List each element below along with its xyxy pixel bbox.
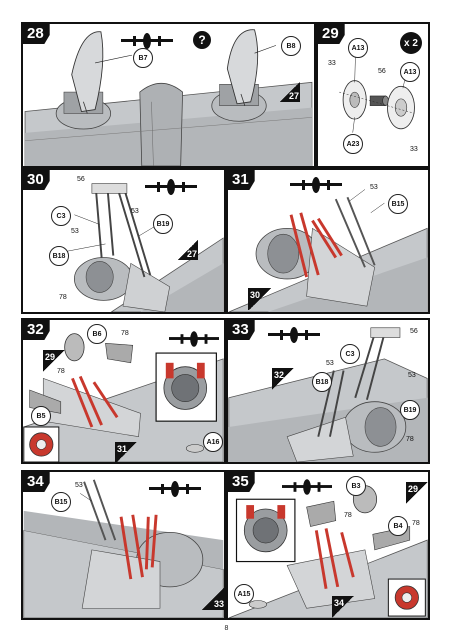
callout-B4: B4: [388, 516, 408, 536]
part-number-56: 56: [410, 328, 418, 335]
callout-C3: C3: [340, 344, 360, 364]
step-number: 29: [318, 24, 345, 44]
callout-B3: B3: [346, 476, 366, 496]
aircraft-topview-icon: [147, 480, 203, 503]
ref-step-label: 33: [213, 599, 224, 609]
part-number-56: 56: [77, 176, 85, 183]
ref-step-29: 29: [43, 350, 65, 372]
part-number-78: 78: [412, 520, 420, 527]
callout-B15: B15: [388, 194, 408, 214]
callout-A23: A23: [343, 134, 363, 154]
callout-B8: B8: [281, 36, 301, 56]
part-number-78: 78: [121, 330, 129, 337]
ref-step-label: 27: [186, 249, 197, 259]
step-35-panel: 35 B3 78 B4 78: [226, 470, 430, 620]
ref-step-32: 32: [272, 368, 294, 390]
callout-B7: B7: [133, 48, 153, 68]
part-number-53: 53: [75, 482, 83, 489]
step-30-panel: 30 56 C3 53 53 B19 B18 78 27: [21, 168, 226, 314]
callout-A16: A16: [203, 432, 223, 452]
part-number-78: 78: [344, 512, 352, 519]
callout-B6: B6: [87, 324, 107, 344]
quantity-badge: x 2: [400, 32, 422, 54]
aircraft-topview-icon: [143, 178, 199, 201]
step-34-panel: 34 53 B15 33: [21, 470, 226, 620]
step-number: 35: [228, 472, 255, 492]
ref-step-34: 34: [332, 596, 354, 618]
step-31-illustration: [228, 189, 428, 312]
callout-B5: B5: [31, 406, 51, 426]
ref-step-label: 29: [408, 484, 419, 494]
ref-step-label: 29: [45, 352, 56, 362]
part-number-33: 33: [328, 60, 336, 67]
ref-step-label: 27: [288, 91, 299, 101]
ref-step-27: 27: [178, 240, 198, 260]
part-number-53: 53: [326, 360, 334, 367]
ref-step-27: 27: [280, 82, 300, 102]
step-number: 33: [228, 320, 255, 340]
part-number-53: 53: [71, 228, 79, 235]
callout-A13-right: A13: [400, 62, 420, 82]
step-number: 31: [228, 170, 255, 190]
callout-B15: B15: [51, 492, 71, 512]
part-number-53: 53: [408, 372, 416, 379]
aircraft-topview-icon: [121, 32, 173, 55]
aircraft-topview-icon: [288, 176, 344, 199]
step-29-panel: 29 x 2 A13 A13 A23 33 56 33: [316, 22, 430, 168]
aircraft-topview-icon: [282, 478, 332, 501]
callout-B18: B18: [312, 372, 332, 392]
ref-step-31: 31: [115, 442, 137, 462]
callout-A15: A15: [234, 584, 254, 604]
callout-C3: C3: [51, 206, 71, 226]
ref-step-30: 30: [248, 288, 272, 310]
callout-B19: B19: [400, 400, 420, 420]
step-number: 28: [23, 24, 50, 44]
question-icon: ?: [193, 31, 211, 49]
callout-A13-left: A13: [348, 38, 368, 58]
ref-step-label: 31: [117, 444, 128, 454]
step-33-illustration: [228, 327, 428, 462]
ref-step-29: 29: [406, 482, 428, 504]
page-number: 8: [224, 625, 229, 632]
part-number-33: 33: [410, 146, 418, 153]
callout-B19: B19: [153, 214, 173, 234]
step-28-panel: 28 ?: [21, 22, 316, 168]
step-32-panel: 32 B6 78: [21, 318, 226, 464]
step-number: 34: [23, 472, 50, 492]
ref-step-label: 30: [250, 290, 261, 300]
step-34-illustration: [23, 479, 224, 618]
step-33-panel: 33 56 C3 53 53 B18 B19 78 32: [226, 318, 430, 464]
step-31-panel: 31 53 B15 30: [226, 168, 430, 314]
step-28-illustration: [24, 29, 313, 166]
ref-step-label: 32: [274, 370, 285, 380]
part-number-78: 78: [406, 436, 414, 443]
aircraft-topview-icon: [268, 326, 320, 349]
ref-step-33: 33: [201, 588, 224, 610]
aircraft-topview-icon: [169, 330, 219, 353]
step-29-illustration: [339, 49, 415, 133]
part-number-53: 53: [131, 208, 139, 215]
part-number-53: 53: [370, 184, 378, 191]
part-number-78: 78: [59, 294, 67, 301]
step-number: 32: [23, 320, 50, 340]
ref-step-label: 34: [334, 598, 345, 608]
part-number-56: 56: [378, 68, 386, 75]
step-32-illustration: [23, 333, 224, 462]
step-35-illustration: [228, 485, 428, 618]
callout-B18: B18: [49, 246, 69, 266]
step-number: 30: [23, 170, 50, 190]
